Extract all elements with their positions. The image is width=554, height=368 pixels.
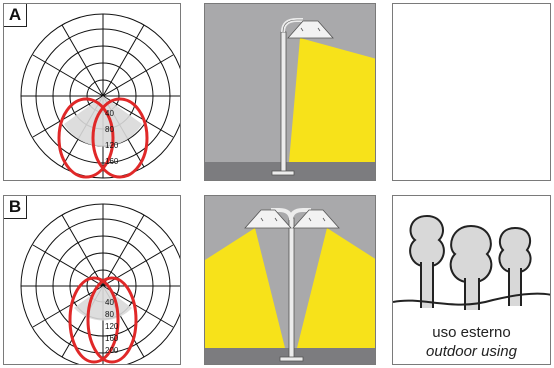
panel-a-lamp (204, 3, 376, 181)
scale-label: 160 (105, 157, 119, 166)
usage-label-en: outdoor using (426, 343, 517, 360)
scale-label: 120 (105, 322, 119, 331)
polar-scale: 40 80 120 160 (105, 110, 118, 174)
panel-b-usage: uso esterno outdoor using (392, 195, 551, 365)
panel-a-empty (392, 3, 551, 181)
polar-diagram-icon (20, 203, 180, 364)
panel-b-polar: B 40 80 120 160 200 (3, 195, 181, 365)
scale-label: 160 (105, 334, 119, 343)
scale-label: 200 (105, 346, 119, 355)
street-lamp-icon (205, 4, 375, 180)
trees-icon (393, 214, 550, 310)
panel-tag: A (4, 4, 27, 27)
scale-label: 40 (105, 109, 114, 118)
scale-label: 120 (105, 141, 119, 150)
polar-diagram-icon (20, 13, 180, 179)
scale-label: 80 (105, 310, 114, 319)
panel-a-polar: A 40 80 120 160 (3, 3, 181, 181)
scale-label: 40 (105, 298, 114, 307)
panel-tag: B (4, 196, 27, 219)
polar-scale: 40 80 120 160 200 (105, 299, 118, 359)
panel-b-lamp (204, 195, 376, 365)
scale-label: 80 (105, 125, 114, 134)
street-lamp-icon (205, 196, 375, 364)
usage-label: uso esterno (432, 324, 511, 341)
